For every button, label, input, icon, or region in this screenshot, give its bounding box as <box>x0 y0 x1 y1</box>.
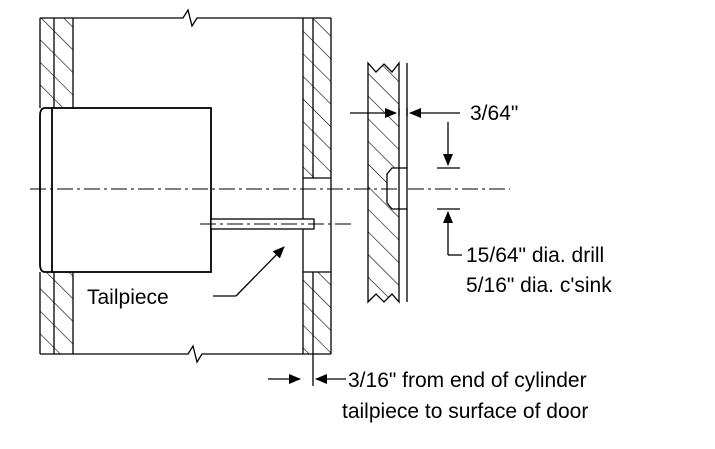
right-door-wall <box>302 18 332 354</box>
tailpiece-leader-arrow <box>235 246 285 297</box>
dimension-3-64 <box>350 108 460 118</box>
break-line-bottom <box>40 344 331 364</box>
label-3-64: 3/64" <box>470 102 518 125</box>
label-note-line2: tailpiece to surface of door <box>342 400 588 423</box>
label-drill: 15/64" dia. drill <box>466 244 604 267</box>
dimension-3-16 <box>268 354 346 386</box>
cylinder-body <box>39 107 212 273</box>
label-tailpiece: Tailpiece <box>87 286 169 309</box>
left-door-wall <box>39 18 74 354</box>
door-section-detail <box>367 61 408 304</box>
label-csink: 5/16" dia. c'sink <box>466 274 612 297</box>
dimension-hole <box>437 122 462 256</box>
break-line-top <box>40 8 331 28</box>
label-note-line1: 3/16" from end of cylinder <box>348 369 587 392</box>
